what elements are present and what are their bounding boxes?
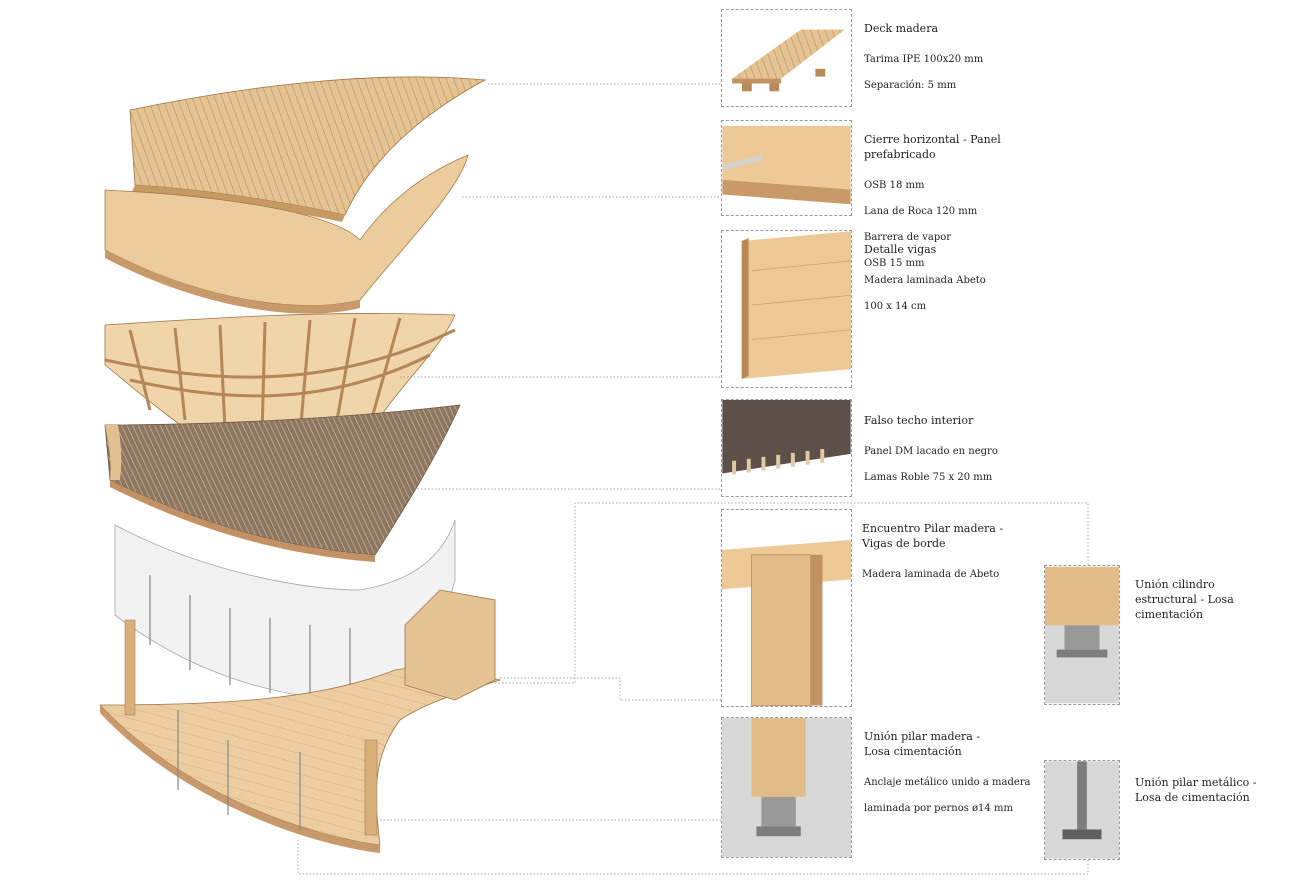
detail-image-pillar-beams	[721, 509, 852, 707]
layer-ceiling	[104, 404, 461, 562]
label-line: Lamas Roble 75 x 20 mm	[864, 472, 993, 483]
leader-lines	[297, 83, 1089, 875]
label-title: Deck madera	[864, 22, 939, 35]
label-title: Detalle vigas	[864, 243, 937, 256]
label-title: Falso techo interior	[864, 414, 974, 427]
label-line: Barrera de vapor	[864, 232, 952, 243]
label-line: laminada por pernos ø14 mm	[864, 803, 1013, 814]
label-line: Lana de Roca 120 mm	[864, 206, 978, 217]
label-title: Unión cilindro estructural - Losa ciment…	[1135, 578, 1234, 621]
label-beams: Detalle vigas Madera laminada Abeto 100 …	[864, 229, 1034, 326]
label-line: Separación: 5 mm	[864, 80, 957, 91]
layer-panel	[104, 154, 469, 314]
label-title: Unión pilar metálico - Losa de cimentaci…	[1135, 776, 1257, 804]
layer-beams	[104, 313, 456, 446]
label-title: Encuentro Pilar madera - Vigas de borde	[862, 522, 1004, 550]
detail-image-metal-pillar	[1044, 760, 1120, 860]
label-line: Madera laminada Abeto	[864, 275, 986, 286]
label-cylinder-foundation: Unión cilindro estructural - Losa ciment…	[1135, 564, 1285, 639]
detail-image-cylinder-foundation	[1044, 565, 1120, 705]
label-pillar-foundation: Unión pilar madera - Losa cimentación An…	[864, 716, 1034, 828]
label-pillar-beams: Encuentro Pilar madera - Vigas de borde …	[862, 508, 1032, 594]
detail-image-pillar-foundation	[721, 717, 852, 858]
detail-image-panel	[721, 120, 852, 216]
detail-image-deck	[721, 9, 852, 107]
layer-glass	[114, 519, 456, 701]
label-line: OSB 15 mm	[864, 258, 925, 269]
label-line: 100 x 14 cm	[864, 301, 927, 312]
label-line: Anclaje metálico unido a madera	[864, 777, 1031, 788]
label-line: OSB 18 mm	[864, 180, 925, 191]
layer-floor	[99, 589, 502, 853]
label-line: Panel DM lacado en negro	[864, 446, 998, 457]
label-line: Madera laminada de Abeto	[862, 569, 1000, 580]
label-ceiling: Falso techo interior Panel DM lacado en …	[864, 400, 1034, 497]
label-title: Unión pilar madera - Losa cimentación	[864, 730, 981, 758]
label-metal-pillar: Unión pilar metálico - Losa de cimentaci…	[1135, 762, 1285, 822]
detail-image-ceiling	[721, 399, 852, 497]
label-deck: Deck madera Tarima IPE 100x20 mm Separac…	[864, 8, 1034, 105]
label-panel: Cierre horizontal - Panel prefabricado O…	[864, 119, 1074, 283]
label-title: Cierre horizontal - Panel prefabricado	[864, 133, 1001, 161]
label-line: Tarima IPE 100x20 mm	[864, 54, 984, 65]
detail-image-beams	[721, 230, 852, 388]
